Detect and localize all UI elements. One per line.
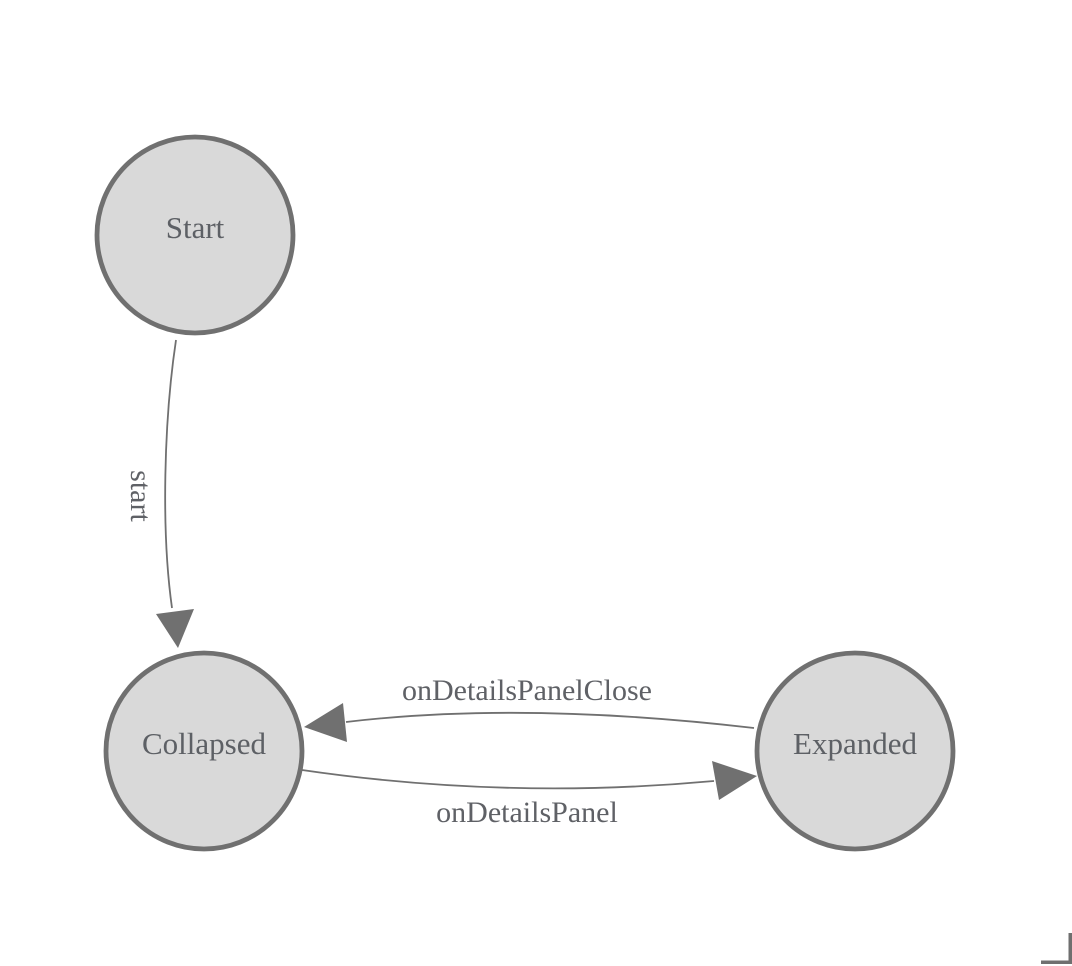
edge-expanded-to-collapsed-path — [345, 711, 755, 729]
node-collapsed-circle[interactable] — [103, 650, 305, 852]
node-start-circle[interactable] — [94, 134, 296, 336]
node-expanded[interactable]: Expanded — [754, 650, 956, 852]
node-start-label: Start — [166, 210, 225, 245]
edge-label-start: start — [124, 470, 157, 522]
node-start[interactable]: Start — [94, 134, 296, 336]
edge-label-on-details-panel: onDetailsPanel — [436, 796, 618, 829]
edge-start-to-collapsed-path — [164, 339, 177, 609]
edge-expanded-to-collapsed: onDetailsPanelClose — [304, 674, 755, 742]
edge-collapsed-to-expanded: onDetailsPanel — [301, 761, 757, 829]
arrowhead-into-collapsed-from-expanded — [304, 703, 347, 742]
node-expanded-label: Expanded — [793, 726, 917, 761]
node-collapsed-label: Collapsed — [142, 726, 266, 761]
node-expanded-circle[interactable] — [754, 650, 956, 852]
node-collapsed[interactable]: Collapsed — [103, 650, 305, 852]
arrowhead-into-expanded — [712, 761, 757, 800]
canvas-corner-marker — [1041, 933, 1072, 964]
edge-label-on-details-panel-close: onDetailsPanelClose — [402, 674, 652, 707]
edge-start-to-collapsed: start — [124, 339, 194, 648]
corner-marker-horizontal-bar — [1041, 960, 1072, 964]
corner-marker-vertical-bar — [1068, 933, 1072, 964]
arrowhead-into-collapsed-from-start — [156, 609, 194, 648]
edge-collapsed-to-expanded-path — [301, 769, 715, 790]
